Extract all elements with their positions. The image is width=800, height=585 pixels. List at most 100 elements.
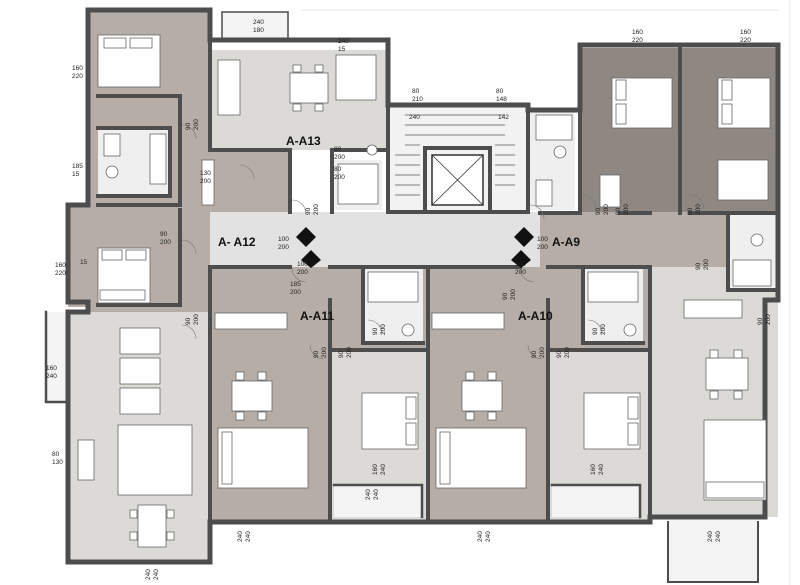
unit-label-a12: A- A12 [218, 235, 256, 249]
svg-text:240: 240 [373, 489, 380, 500]
svg-text:240: 240 [153, 569, 160, 580]
svg-text:240: 240 [707, 531, 714, 542]
dining-table-icon [231, 371, 273, 421]
svg-text:160: 160 [46, 365, 57, 372]
svg-text:240: 240 [46, 373, 57, 380]
bed-icon [583, 392, 641, 450]
dining-table-icon [129, 504, 175, 548]
svg-text:180: 180 [253, 27, 264, 34]
svg-text:200: 200 [334, 174, 345, 181]
svg-text:220: 220 [55, 270, 66, 277]
svg-text:200: 200 [539, 347, 546, 358]
svg-text:130: 130 [52, 459, 63, 466]
sofa-icon [117, 424, 193, 496]
svg-text:200: 200 [297, 269, 308, 276]
svg-text:15: 15 [80, 259, 88, 266]
svg-text:240: 240 [477, 531, 484, 542]
svg-text:200: 200 [510, 289, 517, 300]
svg-text:200: 200 [200, 178, 211, 185]
svg-text:240: 240 [338, 38, 349, 45]
corridor-arrows [296, 227, 534, 268]
svg-text:200: 200 [703, 259, 710, 270]
svg-text:90: 90 [305, 207, 312, 215]
svg-text:200: 200 [695, 204, 702, 215]
dining-table-icon [289, 64, 329, 112]
svg-text:90: 90 [502, 292, 509, 300]
svg-text:200: 200 [160, 239, 171, 246]
svg-text:90: 90 [595, 207, 602, 215]
svg-text:90: 90 [687, 207, 694, 215]
unit-label-a13: A-A13 [286, 134, 321, 148]
svg-text:160: 160 [55, 262, 66, 269]
svg-text:90: 90 [531, 350, 538, 358]
svg-text:200: 200 [603, 204, 610, 215]
svg-text:90: 90 [185, 317, 192, 325]
svg-text:80: 80 [52, 451, 60, 458]
svg-text:200: 200 [193, 314, 200, 325]
sofa-icon [703, 419, 767, 501]
svg-text:240: 240 [485, 531, 492, 542]
svg-text:200: 200 [346, 347, 353, 358]
svg-text:200: 200 [321, 347, 328, 358]
elevator [431, 154, 484, 206]
dimension-label: 240 [409, 114, 420, 121]
unit-labels: A-A13 A- A12 A-A11 A-A10 A-A9 [218, 134, 580, 323]
svg-text:80: 80 [496, 88, 504, 95]
svg-text:240: 240 [715, 531, 722, 542]
svg-text:240: 240 [145, 569, 152, 580]
furniture [77, 34, 772, 548]
svg-text:90: 90 [160, 231, 168, 238]
svg-text:90: 90 [592, 327, 599, 335]
svg-text:80: 80 [334, 146, 342, 153]
svg-text:200: 200 [193, 119, 200, 130]
sofa-icon [119, 327, 161, 415]
svg-text:142: 142 [498, 114, 509, 121]
svg-text:100: 100 [278, 236, 289, 243]
svg-text:90: 90 [615, 207, 622, 215]
svg-text:130: 130 [200, 170, 211, 177]
dimension-label: 15 [80, 259, 88, 266]
svg-text:240: 240 [598, 464, 605, 475]
svg-text:200: 200 [515, 269, 526, 276]
svg-text:100: 100 [297, 261, 308, 268]
dimension-label: 142 [498, 114, 509, 121]
svg-text:185: 185 [290, 281, 301, 288]
svg-text:200: 200 [334, 154, 345, 161]
svg-text:80: 80 [412, 88, 420, 95]
svg-text:210: 210 [412, 96, 423, 103]
bed-icon [717, 77, 771, 129]
svg-text:200: 200 [765, 314, 772, 325]
svg-text:90: 90 [757, 317, 764, 325]
svg-text:90: 90 [695, 262, 702, 270]
svg-text:200: 200 [537, 244, 548, 251]
svg-text:160: 160 [590, 464, 597, 475]
svg-text:240: 240 [253, 19, 264, 26]
svg-text:160: 160 [72, 65, 83, 72]
svg-text:90: 90 [372, 327, 379, 335]
